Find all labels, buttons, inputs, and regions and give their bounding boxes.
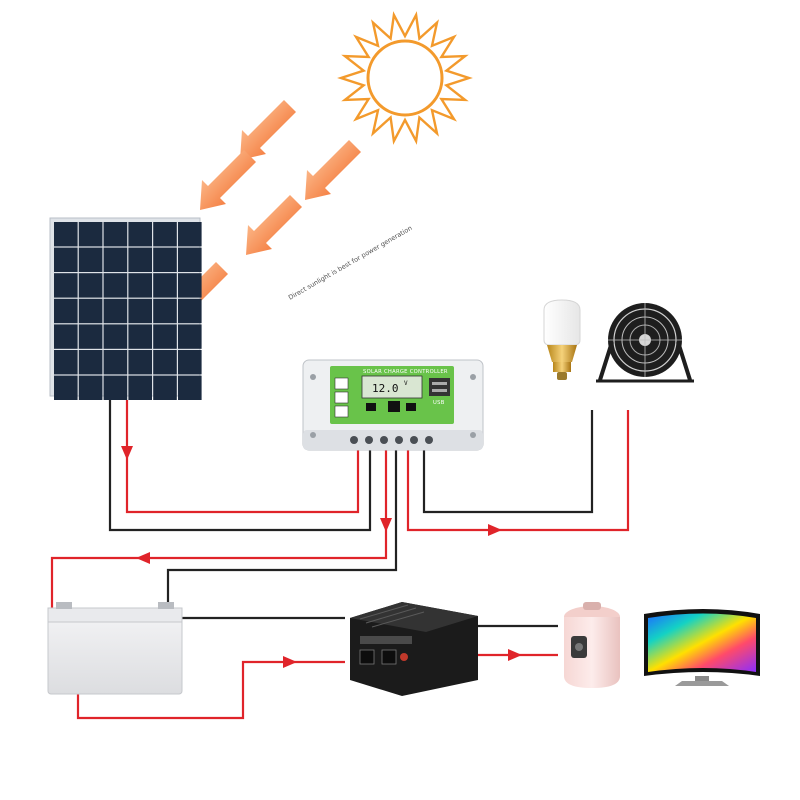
flow-arrow-right (488, 524, 502, 536)
panel-cell (178, 273, 202, 298)
panel-cell (103, 222, 128, 247)
controller-display-unit: V (404, 380, 408, 387)
flow-arrows (121, 446, 522, 668)
panel-cell (103, 350, 128, 375)
light-bulb-icon (543, 299, 581, 380)
panel-cell (103, 273, 128, 298)
flow-arrow-down (380, 518, 392, 532)
sun-rays (337, 11, 473, 145)
panel-cell (103, 247, 128, 272)
sun-icon (337, 11, 473, 145)
panel-cell (103, 324, 128, 349)
panel-cell (128, 247, 152, 272)
panel-cell (153, 247, 177, 272)
controller-display-value: 12.0 (372, 382, 399, 395)
flow-arrow-left (136, 552, 150, 564)
panel-cell (78, 324, 103, 349)
sunlight-note: Direct sunlight is best for power genera… (287, 224, 414, 302)
panel-cell (78, 350, 103, 375)
panel-cell (128, 375, 152, 400)
panel-cell (54, 222, 78, 247)
panel-cell (128, 298, 152, 324)
flow-arrow-right (283, 656, 297, 668)
panel-cell (78, 273, 103, 298)
panel-cell (103, 375, 128, 400)
panel-cell (153, 222, 177, 247)
panel-cell (54, 324, 78, 349)
panel-cell (54, 375, 78, 400)
flow-arrow-down (121, 446, 133, 460)
desk-fan-icon (596, 303, 694, 383)
panel-cell (54, 247, 78, 272)
panel-cell (128, 273, 152, 298)
controller-title: SOLAR CHARGE CONTROLLER (363, 369, 448, 375)
panel-cell (54, 350, 78, 375)
panel-cell (178, 375, 202, 400)
panel-cell (54, 273, 78, 298)
panel-cell (78, 375, 103, 400)
wiring (50, 400, 630, 720)
panel-cell (153, 298, 177, 324)
panel-cell (153, 350, 177, 375)
panel-cell (78, 222, 103, 247)
panel-cell (128, 350, 152, 375)
sunlight-arrow (246, 195, 302, 255)
flow-arrow-right (508, 649, 522, 661)
rice-cooker-icon (564, 602, 620, 688)
panel-cell (178, 247, 202, 272)
panel-cell (78, 298, 103, 324)
panel-cell (128, 324, 152, 349)
charge-controller-icon: SOLAR CHARGE CONTROLLER 12.0 V USB (302, 359, 484, 451)
panel-cell (178, 298, 202, 324)
panel-cell (54, 298, 78, 324)
sunlight-arrow (305, 140, 361, 200)
panel-cell (153, 273, 177, 298)
power-inverter-icon (350, 602, 478, 696)
usb-label: USB (433, 400, 445, 406)
battery-icon (47, 602, 183, 695)
sunlight-arrow (200, 150, 256, 210)
panel-cell (128, 222, 152, 247)
panel-cell (178, 324, 202, 349)
panel-cell (153, 324, 177, 349)
panel-cell (178, 350, 202, 375)
panel-cell (103, 298, 128, 324)
sunlight-arrow (240, 100, 296, 160)
panel-cell (78, 247, 103, 272)
panel-cell (153, 375, 177, 400)
panel-cell (178, 222, 202, 247)
solar-panel-icon (49, 217, 202, 400)
television-icon (644, 609, 760, 686)
